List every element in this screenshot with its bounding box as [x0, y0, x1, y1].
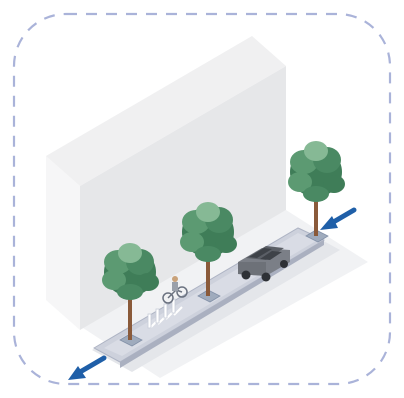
arrow-in-icon: [320, 210, 354, 230]
building-wall-side: [46, 156, 80, 330]
arrow-out-icon: [68, 358, 104, 380]
